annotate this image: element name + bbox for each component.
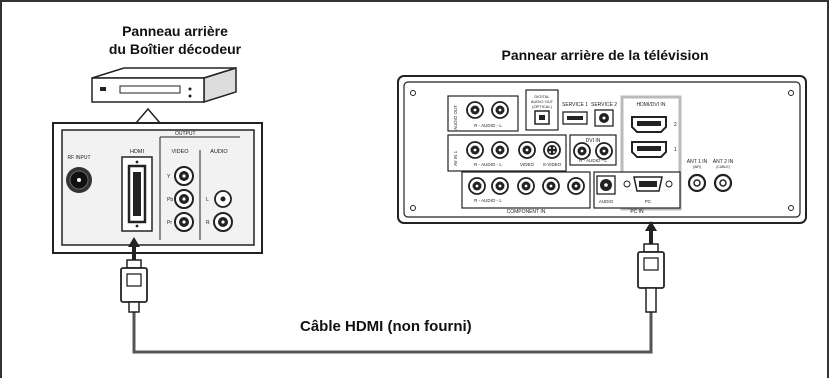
stb-audio-label: AUDIO bbox=[210, 149, 228, 155]
digital-line3: (OPTICAL) bbox=[532, 104, 552, 109]
output-label: OUTPUT bbox=[175, 131, 196, 137]
service2-label: SERVICE 2 bbox=[591, 102, 617, 108]
stb-callout bbox=[52, 107, 263, 254]
tv-audio-out: AUDIO OUT R - AUDIO - L bbox=[447, 95, 519, 132]
stb-r-label: R bbox=[206, 220, 210, 226]
tv-audio-out-label: AUDIO OUT bbox=[453, 105, 458, 130]
hdmi-port2-label: 2 bbox=[674, 122, 677, 128]
vga-port bbox=[623, 176, 673, 192]
hdmi-port-2 bbox=[631, 116, 667, 133]
stb-hdmi-label: HDMI bbox=[130, 149, 145, 155]
stb-l-label: L bbox=[206, 197, 209, 203]
cable-label: Câble HDMI (non fourni) bbox=[300, 318, 472, 335]
rf-input-label: RF INPUT bbox=[67, 155, 90, 161]
pc-in-label: PC IN bbox=[630, 209, 644, 215]
stb-video-ports: VIDEO Y Pb Pr bbox=[167, 149, 194, 232]
tv-service2-port: SERVICE 2 bbox=[591, 102, 617, 127]
component-in-label: COMPONENT IN bbox=[507, 209, 546, 215]
dvi-in-lr: R - AUDIO - L bbox=[579, 158, 607, 163]
tv-av-in: AV IN 1 R - AUDIO - L VIDEO S-VIDEO bbox=[447, 134, 567, 172]
digital-line2: AUDIO OUT bbox=[531, 99, 554, 104]
ant1-label: ANT 1 IN bbox=[687, 159, 708, 165]
s-video-label: S-VIDEO bbox=[543, 162, 562, 167]
stb-audio-ports: AUDIO L R bbox=[206, 149, 233, 232]
s-video-port bbox=[543, 141, 561, 159]
tv-hdmi-dvi-in: HDMI/DVI IN 2 1 bbox=[620, 95, 682, 211]
right-hdmi-plug bbox=[637, 221, 665, 313]
tv-ant2-in: ANT 2 IN (CABLE) bbox=[713, 159, 734, 193]
tv-audio-out-lr: R - AUDIO - L bbox=[474, 123, 502, 128]
ant1-sub: (AIR) bbox=[693, 165, 701, 169]
hdmi-cable bbox=[120, 221, 665, 354]
stb-heading-line2: du Boîtier décodeur bbox=[108, 41, 242, 57]
ant2-label: ANT 2 IN bbox=[713, 159, 734, 165]
hdmi-port1-label: 1 bbox=[674, 147, 677, 153]
av-in-lr: R - AUDIO - L bbox=[474, 162, 502, 167]
av-in-label: AV IN 1 bbox=[453, 150, 458, 166]
stb-pb-label: Pb bbox=[167, 197, 173, 203]
component-lr: R - AUDIO - L bbox=[474, 198, 502, 203]
set-top-box-icon bbox=[91, 66, 237, 104]
left-hdmi-plug bbox=[120, 237, 148, 313]
stb-heading-line1: Panneau arrière bbox=[122, 23, 228, 39]
rf-input-port: RF INPUT bbox=[66, 155, 92, 193]
stb-hdmi-port: HDMI bbox=[121, 149, 153, 232]
dvi-in-label: DVI IN bbox=[586, 138, 601, 144]
hdmi-dvi-in-label: HDMI/DVI IN bbox=[637, 102, 666, 108]
tv-ant1-in: ANT 1 IN (AIR) bbox=[687, 159, 708, 193]
tv-heading: Pannear arrière de la télévision bbox=[501, 47, 709, 63]
tv-component-in: R - AUDIO - L COMPONENT IN bbox=[461, 171, 591, 215]
tv-dvi-in: DVI IN R - AUDIO - L bbox=[569, 134, 617, 166]
tv-digital-audio-out: DIGITAL AUDIO OUT (OPTICAL) bbox=[525, 89, 559, 131]
stb-video-label: VIDEO bbox=[171, 149, 189, 155]
hdmi-port-1 bbox=[631, 141, 667, 158]
stb-heading: Panneau arrière du Boîtier décodeur bbox=[70, 22, 280, 58]
pc-audio-label: AUDIO bbox=[599, 199, 614, 204]
av-video-label: VIDEO bbox=[520, 162, 535, 167]
stb-y-label: Y bbox=[167, 174, 171, 180]
digital-line1: DIGITAL bbox=[534, 94, 550, 99]
pc-label: PC bbox=[645, 199, 652, 204]
service1-label: SERVICE 1 bbox=[562, 102, 588, 108]
tv-pc-in: AUDIO PC PC IN bbox=[593, 171, 681, 215]
ant2-sub: (CABLE) bbox=[716, 165, 730, 169]
tv-service1-port: SERVICE 1 bbox=[562, 102, 588, 125]
stb-pr-label: Pr bbox=[167, 220, 172, 226]
